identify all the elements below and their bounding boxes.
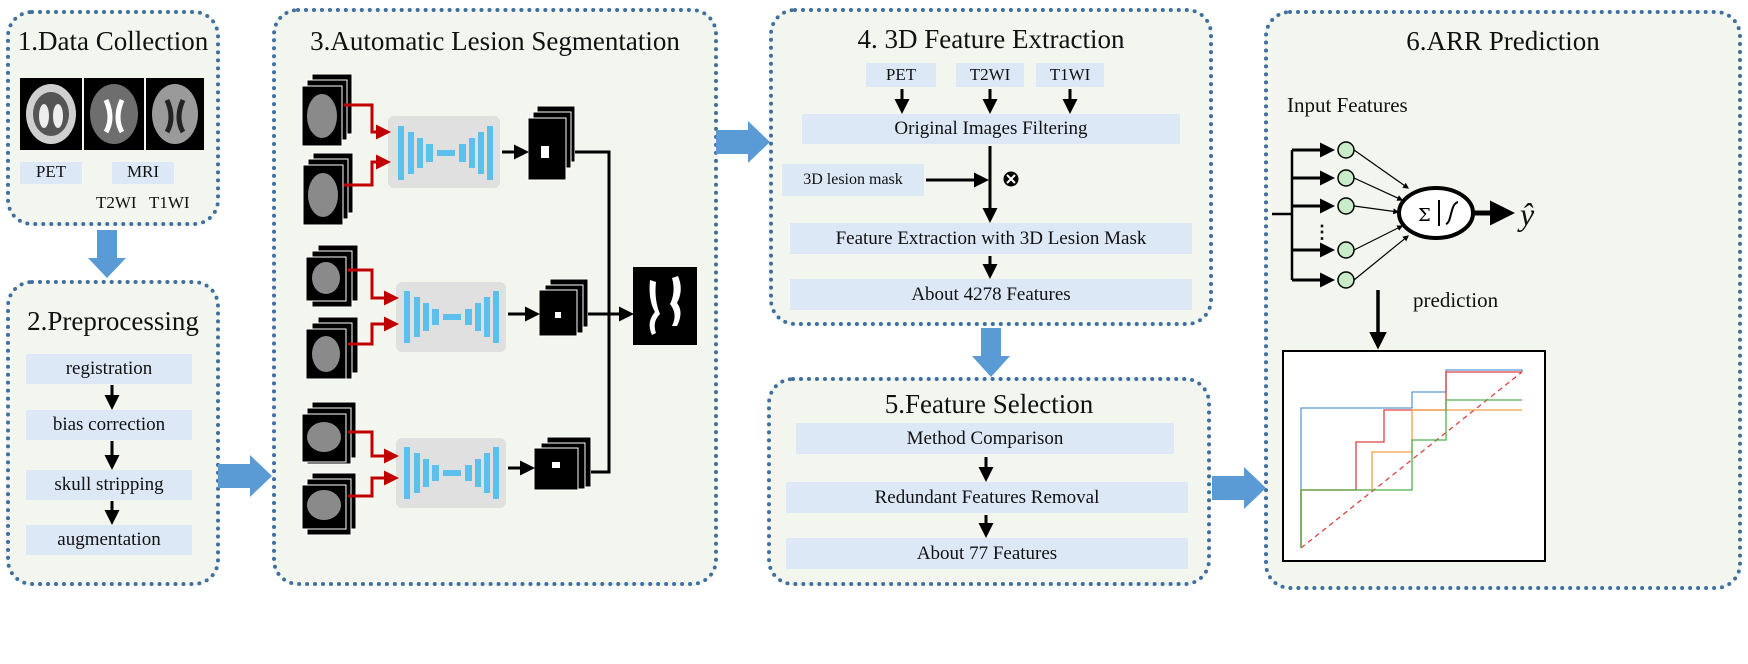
segmentation-row-1 [301, 73, 576, 226]
final-feature-count-box: About 77 Features [786, 538, 1188, 569]
big-arrow-4-to-5 [972, 328, 1010, 377]
panel-title: 2.Preprocessing [27, 306, 199, 336]
lesion-mask-box: 3D lesion mask [782, 164, 924, 196]
red-arrow-2a [348, 268, 399, 306]
pet-scan-image [20, 78, 82, 150]
ellipsis-dots: ⋮ [1313, 222, 1331, 242]
step-bias-correction: bias correction [26, 410, 192, 440]
filtering-box: Original Images Filtering [802, 114, 1180, 144]
multiply-symbol [1003, 171, 1019, 187]
svg-text:Σ: Σ [1418, 205, 1431, 226]
output-y-hat: ŷ [1520, 196, 1535, 232]
roc-curves [1300, 369, 1523, 549]
step-skull-stripping: skull stripping [26, 470, 192, 500]
input-t2wi: T2WI [956, 63, 1024, 87]
input-t1wi: T1WI [1036, 63, 1104, 87]
fused-lesion-mask [633, 267, 697, 345]
mri-label: MRI [112, 162, 174, 184]
prediction-label: prediction [1413, 288, 1499, 312]
red-arrow-3a [348, 430, 399, 464]
t2wi-scan-image [84, 78, 144, 150]
pet-label: PET [20, 162, 82, 184]
panel-title: 5.Feature Selection [884, 389, 1094, 419]
segmentation-row-2 [305, 244, 589, 380]
input-pet: PET [866, 63, 936, 87]
step-augmentation: augmentation [26, 525, 192, 555]
t1wi-scan-image [146, 78, 204, 150]
roc-chart-frame [1282, 350, 1546, 562]
red-arrow-1a [344, 103, 391, 140]
big-arrow-1-to-2 [88, 230, 126, 278]
red-arrow-3b [348, 470, 399, 498]
step-registration: registration [26, 354, 192, 384]
redundant-removal-box: Redundant Features Removal [786, 482, 1188, 513]
big-arrow-3-to-4 [716, 121, 770, 163]
t2wi-label: T2WI [96, 193, 137, 212]
panel-title: 1.Data Collection [17, 26, 209, 56]
panel-title: 4. 3D Feature Extraction [857, 24, 1125, 54]
input-features-label: Input Features [1287, 93, 1408, 117]
big-arrow-5-to-6 [1212, 467, 1266, 509]
merge-line [575, 150, 611, 474]
t1wi-label: T1WI [149, 193, 190, 212]
segmentation-row-3 [301, 401, 592, 536]
neuron-diagram: Σ [1272, 141, 1515, 350]
panel-title: 6.ARR Prediction [1406, 26, 1600, 56]
feature-count-box: About 4278 Features [790, 279, 1192, 310]
red-arrow-1b [344, 154, 391, 187]
red-arrow-2b [348, 316, 399, 346]
extraction-box: Feature Extraction with 3D Lesion Mask [790, 223, 1192, 254]
panel-title: 3.Automatic Lesion Segmentation [310, 26, 680, 56]
big-arrow-2-to-3 [218, 455, 272, 497]
method-comparison-box: Method Comparison [796, 423, 1174, 454]
